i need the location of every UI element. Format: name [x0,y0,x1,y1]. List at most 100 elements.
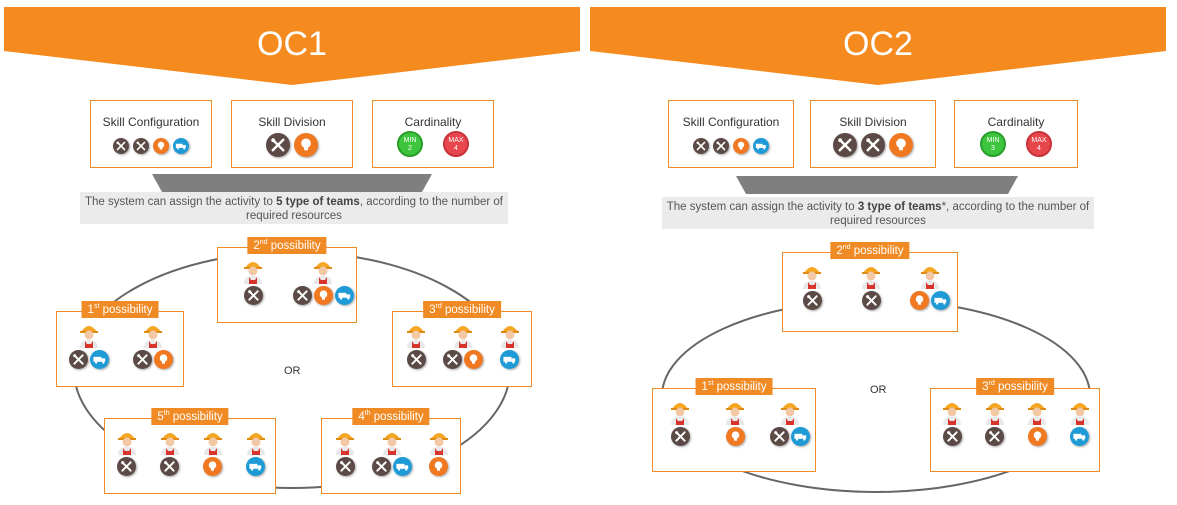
skill-division-icons [811,133,935,157]
member-skills [67,350,111,369]
member-skills [1060,427,1100,446]
worker-icon [862,267,880,289]
truck-icon [246,457,265,476]
member-skills [768,427,812,446]
possibility-ordinal: st [93,303,100,310]
skill-division-label: Skill Division [258,115,326,129]
team-member [490,320,530,369]
possibility-label: possibility [441,303,495,316]
worker-icon [1070,403,1089,425]
wrench-screwdriver-icon [985,427,1005,446]
worker-icon [80,326,98,348]
truck-icon [334,286,354,305]
team-member [107,427,147,476]
team-member [1060,397,1100,446]
team-member [67,320,111,369]
worker-icon [985,403,1004,425]
member-skills [851,291,891,310]
possibility-box: 2nd possibility [782,242,958,332]
oc1-panel: OC1 Skill Configuration Skill Division [4,0,584,505]
member-skills [908,291,952,310]
truck-icon [1070,427,1090,446]
oc1-title: OC1 [257,25,327,63]
possibility-number: 5 [157,410,164,423]
worker-icon [144,326,162,348]
team-member [1017,397,1057,446]
lightbulb-icon [889,133,913,157]
min-badge-value: 2 [408,145,412,152]
member-skills [150,457,190,476]
team-member [932,397,972,446]
wrench-screwdriver-icon [861,291,881,310]
worker-icon [726,403,744,425]
member-skills [975,427,1015,446]
funnel-shape [736,176,1018,194]
member-skills [1017,427,1057,446]
worker-icon [160,433,179,455]
possibility-label: possibility [267,239,321,252]
lightbulb-icon [313,286,333,305]
skill-configuration-box: Skill Configuration [668,100,794,168]
possibility-label: possibility [850,244,904,257]
skill-configuration-label: Skill Configuration [682,115,780,129]
possibility-number: 1 [701,380,708,393]
possibility-box: 2nd possibility [217,237,357,323]
possibility-number: 1 [87,303,94,316]
possibility-title: 2nd possibility [247,237,327,254]
truck-icon [753,137,769,154]
system-text-pre: The system can assign the activity to [84,196,277,208]
banner-arrow-shape [4,7,580,85]
lightbulb-icon [429,457,449,476]
system-text-bold: 5 type of teams [276,196,360,208]
member-skills [932,427,972,446]
or-label: OR [870,384,887,396]
member-skills [370,457,414,476]
possibility-title: 1st possibility [81,301,159,318]
member-skills [131,350,175,369]
member-skills [290,286,356,305]
possibility-ordinal: rd [435,303,442,310]
team-member [131,320,175,369]
possibility-title: 3rd possibility [976,378,1054,395]
min-badge-value: 3 [991,145,995,152]
worker-icon [429,433,448,455]
team-member [370,427,414,476]
member-skills [441,350,485,369]
member-skills [396,350,436,369]
team-member [768,397,812,446]
max-badge-label: MAX [1031,137,1047,144]
possibility-label: possibility [713,380,767,393]
wrench-screwdriver-icon [266,133,290,157]
wrench-screwdriver-icon [292,286,312,305]
possibility-title: 3rd possibility [423,301,501,318]
wrench-screwdriver-icon [833,133,857,157]
worker-icon [244,262,262,284]
team-member [233,256,273,305]
skill-configuration-icons [669,137,793,155]
skill-division-box: Skill Division [231,100,353,168]
worker-icon [803,267,822,289]
lightbulb-icon [464,350,483,369]
team-member [396,320,436,369]
possibility-ordinal: st [707,380,714,387]
wrench-screwdriver-icon [861,133,885,157]
wrench-screwdriver-icon [406,350,426,369]
team-member [660,397,700,446]
skill-division-label: Skill Division [839,115,907,129]
team-member [975,397,1015,446]
team-member [236,427,276,476]
skill-division-icons [232,133,352,157]
member-skills [193,457,233,476]
wrench-screwdriver-icon [69,350,88,369]
possibility-ordinal: nd [259,239,268,246]
truck-icon [90,350,109,369]
oc2-title: OC2 [843,25,913,63]
member-skills [233,286,273,305]
possibility-number: 3 [982,380,989,393]
banner-arrow-shape [590,7,1166,85]
or-label: OR [284,365,301,377]
wrench-screwdriver-icon [443,350,462,369]
